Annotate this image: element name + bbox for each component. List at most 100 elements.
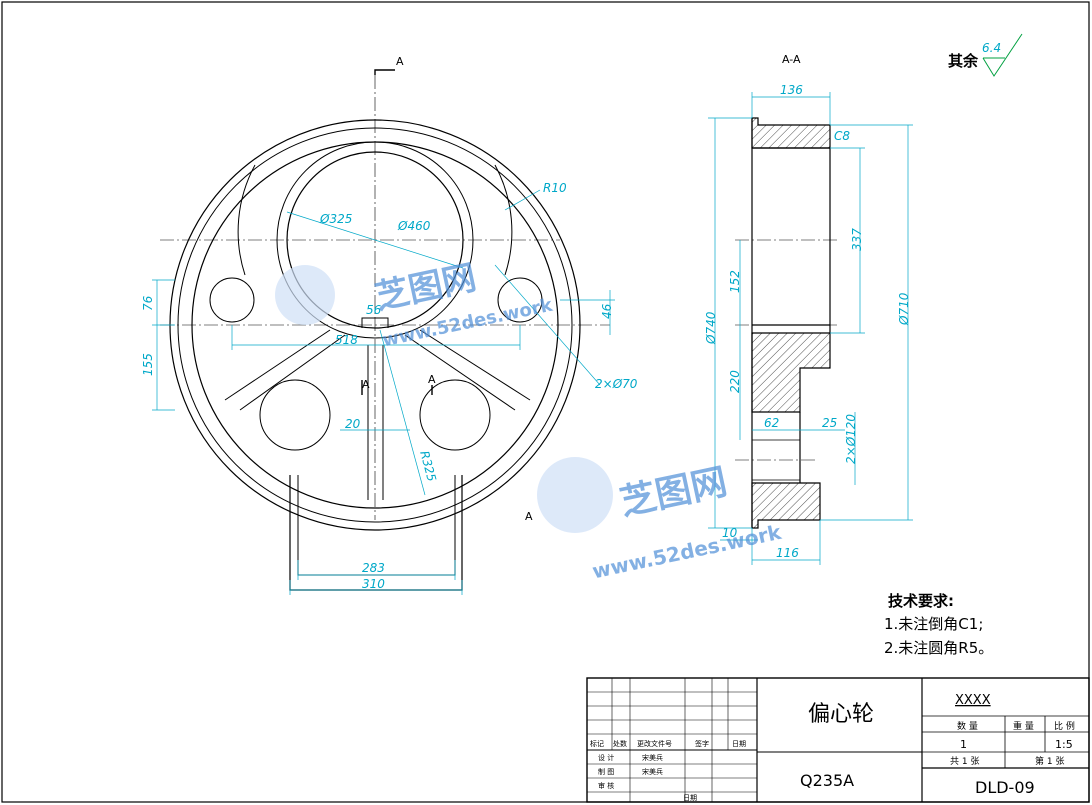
dim-text-c8: C8 (834, 129, 850, 143)
rev-header-date: 日期 (732, 740, 746, 748)
dim-text-152: 152 (728, 270, 742, 293)
dim-text-220: 220 (728, 370, 742, 393)
roughness-label: 其余 (948, 52, 979, 70)
header-weight: 重 量 (1013, 720, 1034, 732)
roughness-check-icon (982, 33, 1023, 77)
dim-text-283: 283 (362, 561, 385, 575)
right-grid (922, 715, 1089, 769)
leader-r325 (379, 329, 426, 496)
section-hub (751, 332, 831, 413)
section-mark-top: A (396, 55, 404, 68)
leader-r10 (504, 189, 541, 211)
tech-req-item-1: 1.未注倒角C1; (884, 615, 983, 633)
rev-header-mark: 标记 (590, 739, 604, 748)
bottom-hole-right (419, 379, 491, 451)
watermark-globe-icon-2 (537, 457, 613, 533)
title-block (586, 677, 1090, 803)
rib-right-2 (404, 334, 516, 411)
rib-left-2 (239, 334, 346, 411)
drawing-no: DLD-09 (975, 778, 1035, 797)
title-block-texts: 偏心轮 Q235A XXXX 数 量 重 量 比 例 1 1:5 共 1 张 第… (590, 693, 1075, 802)
watermark-2: 芝图网 www.52des.work (537, 457, 784, 583)
title-block-frame (586, 677, 1090, 803)
rev-grid (587, 678, 757, 802)
role-design: 设 计 (598, 753, 614, 762)
header-qty: 数 量 (957, 720, 978, 732)
dim-text-76: 76 (141, 295, 155, 311)
watermark-url-2: www.52des.work (590, 520, 784, 584)
part-name: 偏心轮 (808, 702, 874, 727)
watermark-brand-2: 芝图网 (617, 461, 731, 524)
header-scale: 比 例 (1054, 720, 1075, 732)
dim-text-d710: Ø710 (897, 292, 911, 326)
tech-req-title: 技术要求: (888, 592, 954, 610)
hub-arc-left (237, 164, 256, 276)
section-rim-bottom (751, 482, 821, 529)
dim-text-d740: Ø740 (704, 311, 718, 345)
side-hole-left (209, 277, 255, 323)
dim-text-155: 155 (141, 353, 155, 376)
front-view-dimensions (152, 189, 615, 595)
tech-requirements: 技术要求: 1.未注倒角C1; 2.未注圆角R5。 (884, 592, 993, 657)
section-view (751, 117, 831, 529)
leader-holes (494, 264, 601, 386)
scale-value: 1:5 (1055, 738, 1073, 751)
section-mark-right: A (428, 373, 436, 386)
date-label: 日期 (683, 794, 697, 802)
dim-text-r10: R10 (543, 181, 567, 195)
rib-left (224, 329, 331, 401)
section-mark-bottom: A (525, 510, 533, 523)
dim-text-116: 116 (776, 546, 799, 560)
side-hole-right (497, 277, 543, 323)
dim-text-518: 518 (335, 333, 358, 347)
bottom-hole-left (259, 379, 331, 451)
designer-name: 宋美兵 (642, 753, 663, 762)
role-drafting: 制 图 (598, 767, 614, 776)
section-mark-mid: A (362, 378, 370, 391)
role-review: 审 核 (598, 781, 614, 790)
dim-text-holes-section: 2×Ø120 (844, 414, 858, 464)
rib-right (419, 329, 531, 401)
watermark-brand: 芝图网 (372, 258, 480, 318)
section-hole-edges (752, 439, 800, 481)
dim-text-56: 56 (366, 303, 382, 317)
dim-text-62: 62 (764, 416, 779, 430)
bottom-extension-inner (297, 475, 456, 576)
section-cut-top (374, 69, 395, 75)
hub-arc-right (494, 164, 513, 276)
dim-text-337: 337 (850, 228, 864, 251)
rev-header-count: 处数 (613, 739, 627, 748)
dim-text-10: 10 (722, 526, 738, 540)
dim-line-d460 (286, 211, 464, 269)
code-placeholder: XXXX (955, 693, 991, 708)
dim-text-d460: Ø460 (397, 219, 431, 233)
dim-text-25: 25 (822, 416, 837, 430)
watermark-globe-icon (275, 265, 335, 325)
roughness-symbol: 其余 6.4 (948, 33, 1023, 77)
section-rim-top (751, 117, 831, 149)
front-view-dimension-texts: Ø325 Ø460 R10 76 155 46 518 56 2×Ø70 20 … (141, 181, 638, 591)
sheet-no: 第 1 张 (1035, 755, 1064, 767)
sheets-total: 共 1 张 (950, 756, 979, 767)
dim-text-310: 310 (362, 577, 385, 591)
front-view-section-labels: A A A A (362, 55, 533, 523)
roughness-value: 6.4 (982, 41, 1001, 55)
tech-req-item-2: 2.未注圆角R5。 (884, 639, 993, 657)
watermark-1: 芝图网 www.52des.work (275, 258, 555, 351)
qty-value: 1 (960, 738, 967, 751)
section-view-centerlines (735, 239, 840, 461)
drafter-name: 宋美兵 (642, 767, 663, 776)
material: Q235A (800, 771, 854, 790)
section-view-dimensions (708, 92, 913, 565)
dim-text-46: 46 (600, 303, 614, 319)
dim-text-136: 136 (780, 83, 803, 97)
dim-text-20: 20 (345, 417, 361, 431)
rev-header-sign: 签字 (695, 739, 709, 748)
rev-header-docno: 更改文件号 (637, 739, 672, 748)
section-title: A-A (782, 53, 801, 66)
dim-text-holes: 2×Ø70 (595, 377, 638, 391)
dim-text-d325: Ø325 (319, 212, 352, 226)
section-view-dimension-texts: 136 C8 337 Ø740 152 Ø710 220 62 25 2×Ø12… (704, 83, 911, 560)
